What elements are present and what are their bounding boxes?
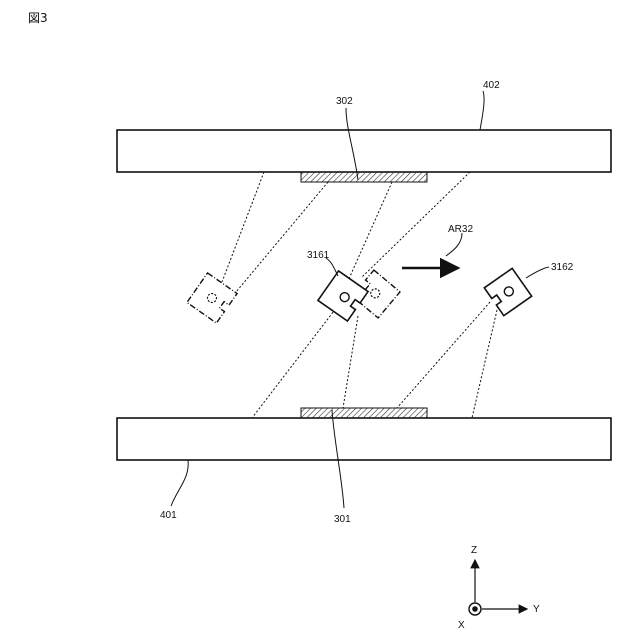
axis-y-label: Y bbox=[533, 604, 540, 615]
lower-target bbox=[301, 408, 427, 418]
axis-indicator bbox=[469, 560, 527, 615]
label-plate-upper: 402 bbox=[483, 80, 500, 91]
upper-target bbox=[301, 172, 427, 182]
label-target-upper: 302 bbox=[336, 96, 353, 107]
label-arrow: AR32 bbox=[448, 224, 473, 235]
label-holder-right: 3162 bbox=[551, 262, 574, 273]
label-plate-lower: 401 bbox=[160, 510, 177, 521]
holder-left bbox=[187, 273, 237, 323]
upper-plate bbox=[117, 130, 611, 172]
upper-projection-lines bbox=[222, 172, 470, 292]
figure-title: 図3 bbox=[28, 11, 48, 25]
label-target-lower: 301 bbox=[334, 514, 351, 525]
label-holder-center: 3161 bbox=[307, 250, 330, 261]
axis-x-label: X bbox=[458, 620, 465, 631]
holder-right bbox=[484, 268, 531, 315]
axis-z-label: Z bbox=[471, 545, 477, 556]
holder-center bbox=[318, 271, 368, 321]
lower-plate bbox=[117, 418, 611, 460]
